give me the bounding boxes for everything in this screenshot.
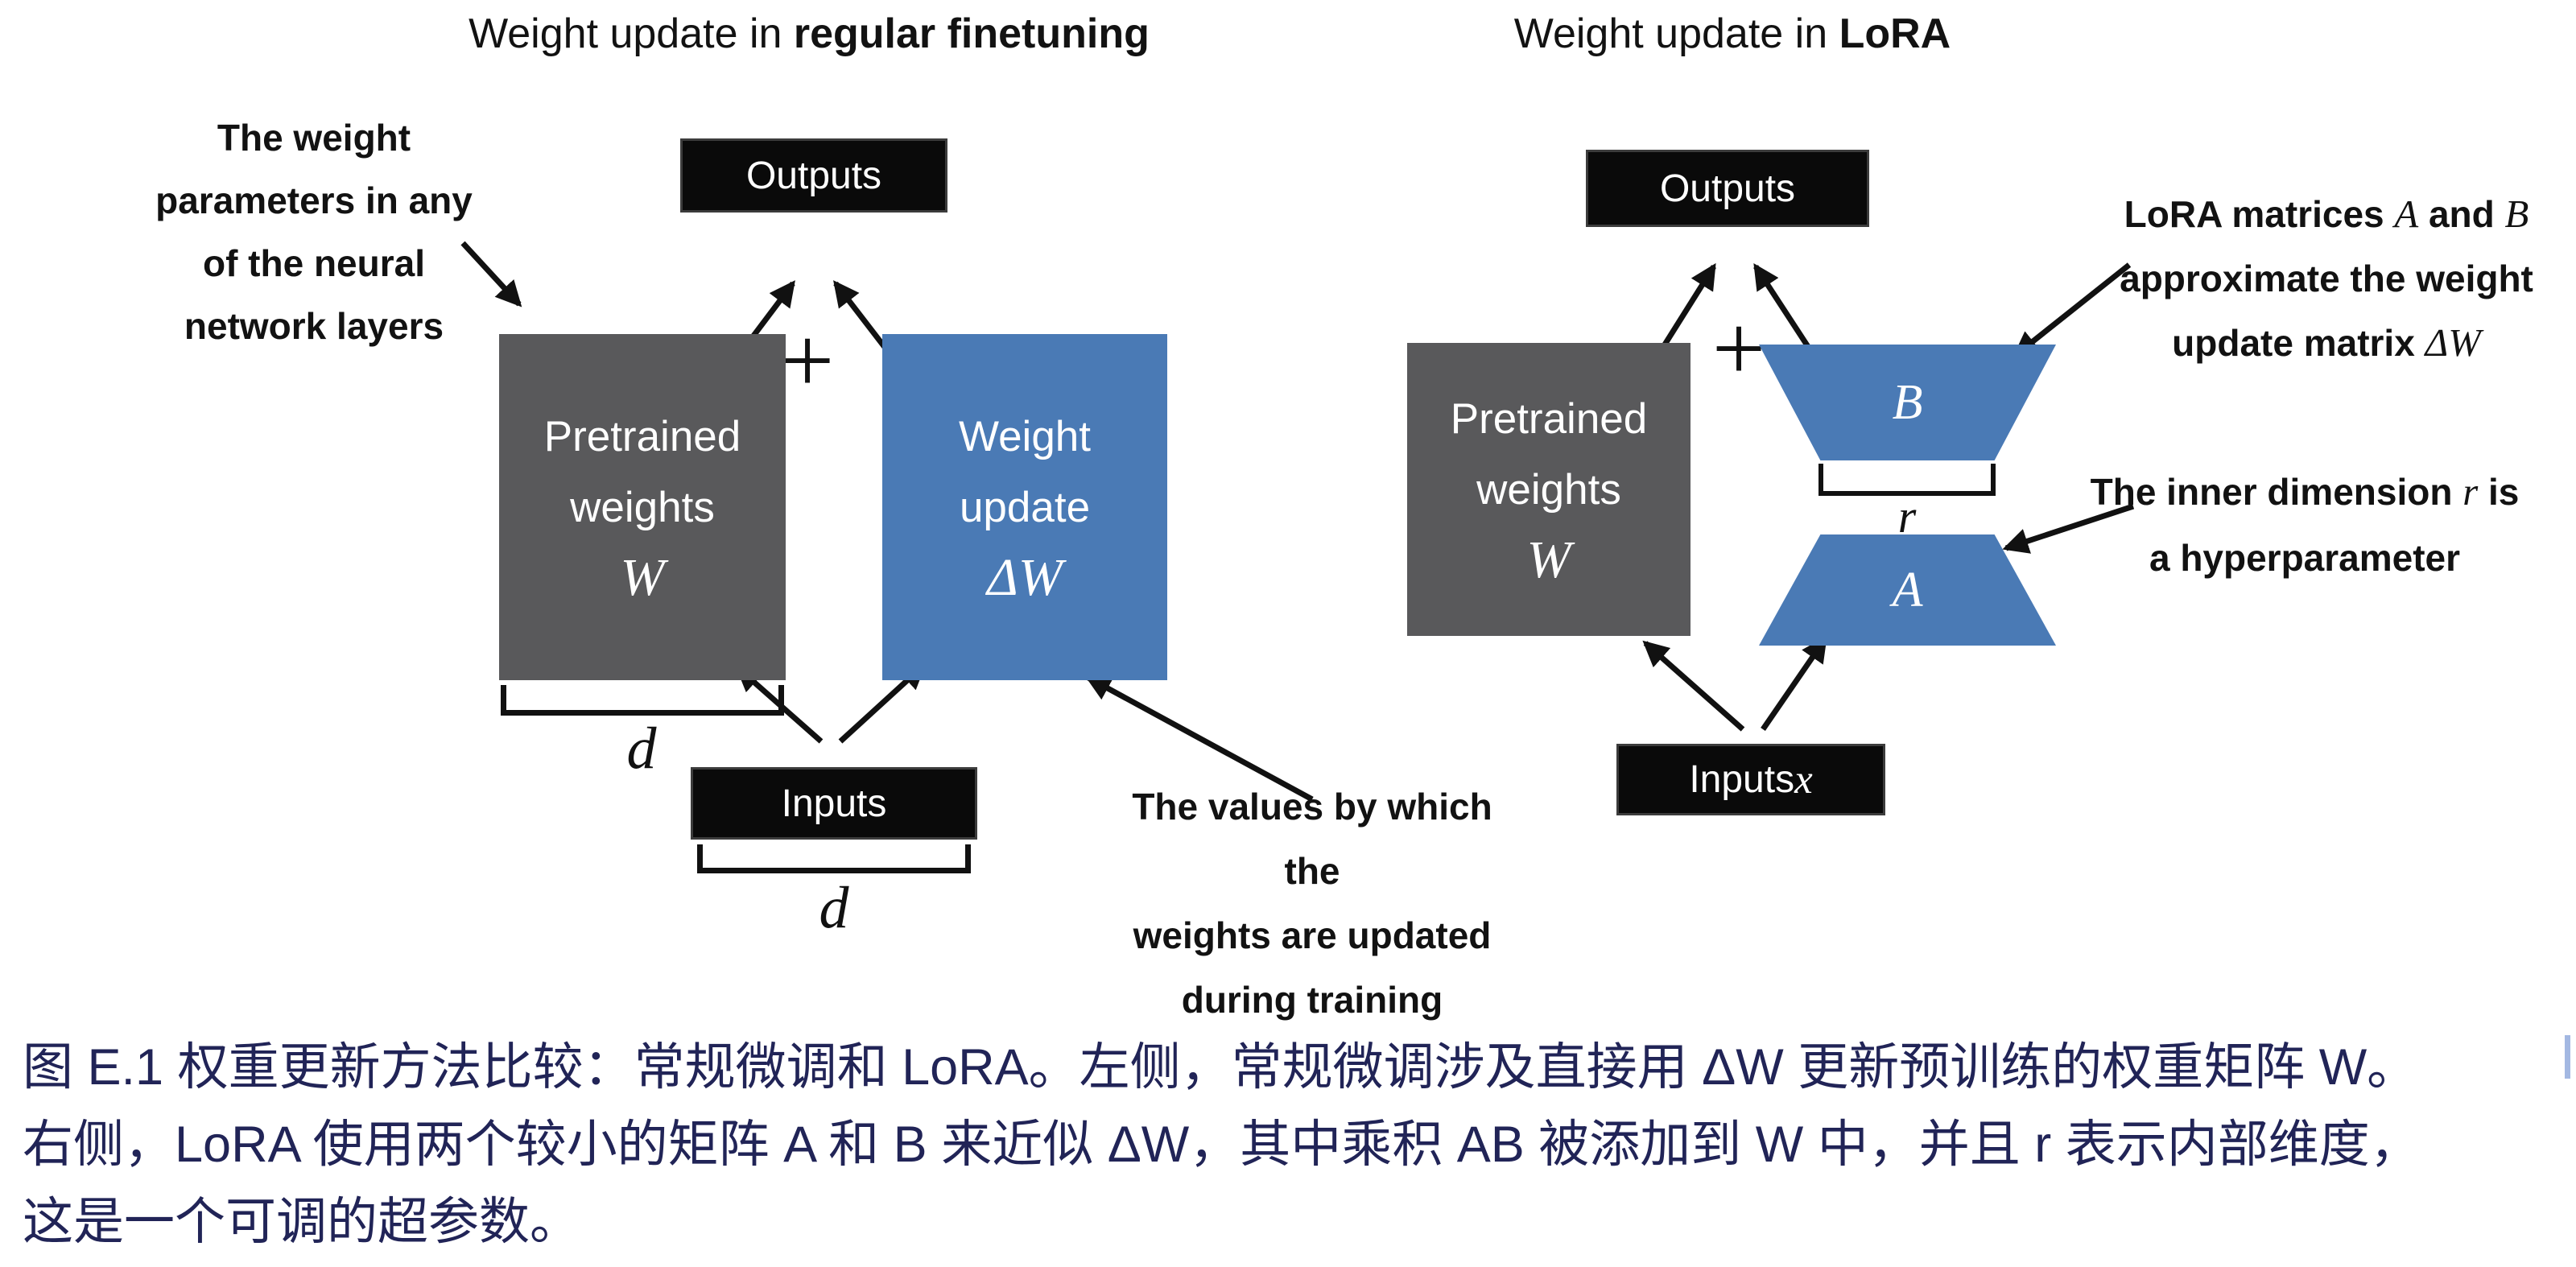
pretrained-weights-box-right: Pretrained weights W bbox=[1407, 343, 1690, 636]
pretrained-line1: Pretrained bbox=[543, 413, 741, 460]
math-a: A bbox=[2394, 192, 2419, 236]
panel-title-bold: regular finetuning bbox=[793, 10, 1150, 57]
arrow-inputs-to-pretrained-right bbox=[1642, 640, 1745, 732]
matrix-b-label: B bbox=[1892, 375, 1923, 430]
pretrained-weights-box-left: Pretrained weights W bbox=[499, 334, 786, 680]
annotation-text: and bbox=[2418, 193, 2505, 235]
annotation-line: update matrix ΔW bbox=[2085, 311, 2568, 375]
matrix-a-label: A bbox=[1892, 563, 1923, 617]
lora-matrix-a: A bbox=[1759, 534, 2056, 646]
annotation-line: network layers bbox=[184, 305, 444, 347]
inputs-box-right: Inputs x bbox=[1616, 744, 1885, 815]
annotation-line: during training bbox=[1181, 979, 1443, 1021]
annotation-line: The weight bbox=[217, 117, 411, 159]
weight-update-box: Weight update ΔW bbox=[882, 334, 1167, 680]
annotation-text: is bbox=[2478, 471, 2520, 513]
text-cursor bbox=[2565, 1035, 2570, 1079]
panel-title-prefix: Weight update in bbox=[1513, 10, 1839, 57]
update-line1: Weight bbox=[959, 413, 1091, 460]
pretrained-line2: weights bbox=[1476, 466, 1621, 514]
annotation-line: The inner dimension r is bbox=[2063, 459, 2546, 525]
annotation-text: update matrix bbox=[2172, 322, 2425, 364]
panel-title-prefix: Weight update in bbox=[469, 10, 794, 57]
caption-line-1: 图 E.1 权重更新方法比较：常规微调和 LoRA。左侧，常规微调涉及直接用 Δ… bbox=[23, 1039, 2418, 1096]
outputs-label-right: Outputs bbox=[1659, 167, 1796, 210]
annotation-update-values: The values by which the weights are upda… bbox=[1111, 774, 1513, 1032]
outputs-box-left: Outputs bbox=[680, 138, 947, 213]
annotation-inner-dimension: The inner dimension r is a hyperparamete… bbox=[2063, 459, 2546, 591]
annotation-line: weights are updated bbox=[1133, 914, 1492, 956]
caption-line-2: 右侧，LoRA 使用两个较小的矩阵 A 和 B 来近似 ΔW，其中乘积 AB 被… bbox=[23, 1116, 2421, 1173]
rank-label-r: r bbox=[1897, 490, 1917, 543]
math-b: B bbox=[2504, 192, 2529, 236]
annotation-weight-parameters: The weight parameters in any of the neur… bbox=[105, 106, 523, 357]
update-line2: update bbox=[959, 484, 1091, 531]
inputs-label-left: Inputs bbox=[781, 782, 887, 825]
lora-matrix-b: B bbox=[1759, 345, 2056, 460]
panel-title-bold: LoRA bbox=[1839, 10, 1951, 57]
panel-title-lora: Weight update in LoRA bbox=[1249, 10, 2215, 58]
inputs-box-left: Inputs bbox=[691, 767, 977, 840]
dim-label-d-inputs: d bbox=[819, 875, 849, 941]
annotation-text: The inner dimension bbox=[2090, 471, 2463, 513]
annotation-line: LoRA matrices A and B bbox=[2085, 182, 2568, 246]
rank-bracket bbox=[1818, 464, 1996, 496]
plus-sign-right: + bbox=[1711, 295, 1766, 401]
dim-bracket-pretrained bbox=[501, 685, 784, 716]
figure-caption: 图 E.1 权重更新方法比较：常规微调和 LoRA。左侧，常规微调涉及直接用 Δ… bbox=[23, 1029, 2421, 1261]
dim-label-d-pretrained: d bbox=[626, 716, 657, 782]
pretrained-math-w: W bbox=[620, 548, 665, 607]
pretrained-line1: Pretrained bbox=[1450, 395, 1648, 443]
dim-bracket-inputs bbox=[697, 844, 971, 873]
update-math-delta-w: ΔW bbox=[987, 548, 1063, 607]
inputs-label-right: Inputs bbox=[1689, 758, 1795, 801]
caption-line-3: 这是一个可调的超参数。 bbox=[23, 1194, 580, 1250]
annotation-line: approximate the weight bbox=[2120, 258, 2533, 299]
pretrained-line2: weights bbox=[570, 484, 715, 531]
inputs-math-x: x bbox=[1794, 757, 1813, 803]
outputs-label-left: Outputs bbox=[745, 154, 882, 197]
annotation-text: LoRA matrices bbox=[2124, 193, 2395, 235]
pretrained-math-w: W bbox=[1526, 530, 1571, 589]
math-r: r bbox=[2462, 470, 2479, 514]
annotation-line: of the neural bbox=[202, 242, 426, 284]
outputs-box-right: Outputs bbox=[1586, 150, 1869, 227]
arrow-inputs-to-matrix-a bbox=[1761, 636, 1827, 731]
math-delta-w: ΔW bbox=[2425, 321, 2481, 365]
panel-title-regular-finetuning: Weight update in regular finetuning bbox=[326, 10, 1292, 58]
annotation-line: The values by which the bbox=[1132, 786, 1492, 892]
annotation-lora-matrices: LoRA matrices A and B approximate the we… bbox=[2085, 182, 2568, 375]
annotation-line: a hyperparameter bbox=[2149, 537, 2461, 579]
plus-sign-left: + bbox=[780, 307, 835, 413]
annotation-line: parameters in any bbox=[155, 180, 473, 221]
